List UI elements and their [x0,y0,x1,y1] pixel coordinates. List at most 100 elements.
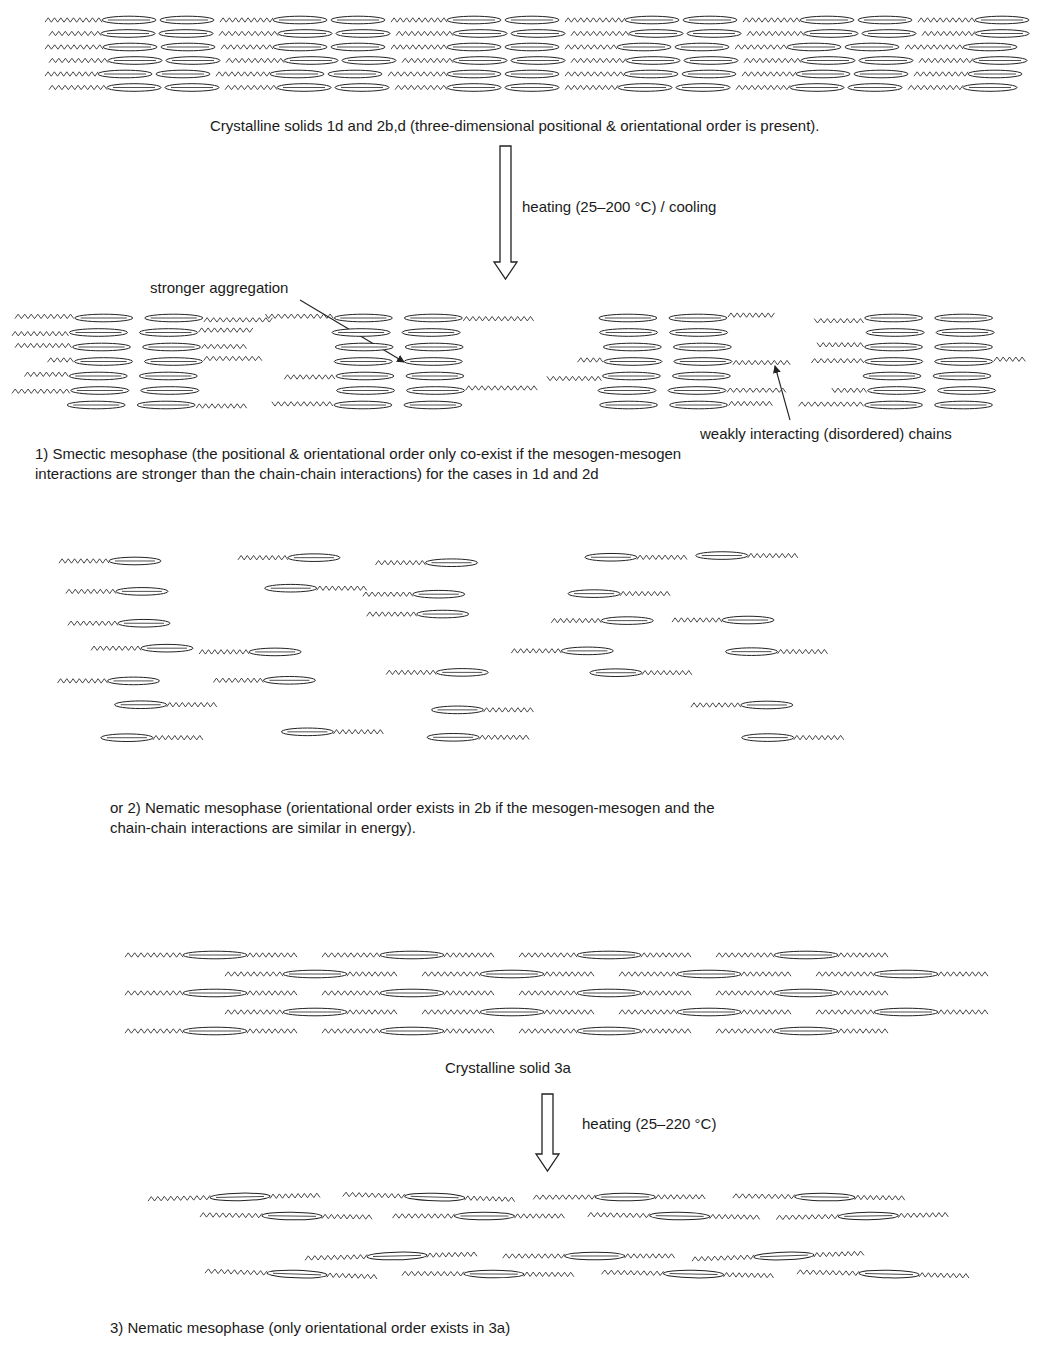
mesogen-core-line [728,620,768,621]
alkyl-chain [565,18,625,22]
mesogen-core-line [113,87,155,88]
mesogen-core [684,57,738,65]
mesogen-core [273,43,327,51]
molecule [432,706,534,714]
mesogen-core [432,706,484,714]
alkyl-chain [125,953,183,957]
mesogen-core-line [122,591,162,592]
molecule [125,1027,888,1035]
alkyl-chain [727,388,786,392]
molecule [58,677,160,685]
mesogen-core [865,314,923,322]
mesogen-core [663,1270,723,1279]
mesogen-core [600,401,658,409]
mesogen-core-line [969,47,1011,48]
mesogen-core-line [689,20,731,21]
leader-line [775,366,790,420]
mesogen-core-line [145,376,191,377]
molecule [68,619,170,627]
alkyl-chain [347,972,397,976]
alkyl-chain [741,1010,791,1014]
mesogen-core-line [874,390,920,391]
process-arrow [494,146,517,279]
molecule [199,648,301,656]
mesogen-core-line [255,651,295,652]
mesogen-core-line [732,651,772,652]
alkyl-chain [832,388,867,392]
alkyl-chain [637,555,687,559]
molecule [66,588,168,596]
alkyl-chain [68,621,118,625]
mesogen-core-line [108,20,150,21]
mesogen-core-line [171,87,213,88]
alkyl-chain [367,612,417,616]
molecule [281,728,383,736]
mesogen-core-line [607,620,647,621]
mesogen-core-line [147,648,187,649]
alkyl-chain [619,972,677,976]
mesogen-core [161,43,215,51]
alkyl-chain [641,1029,691,1033]
mesogen-core-line [796,87,838,88]
alkyl-chain [811,359,863,363]
mesogen-core-line [511,20,553,21]
mesogen-core [380,951,444,959]
mesogen-core [505,70,559,78]
alkyl-chain [514,1214,564,1218]
mesogen-core [278,30,332,38]
process-arrow [536,1094,559,1171]
molecule [599,313,775,322]
molecule [91,644,193,652]
alkyl-chain [571,31,629,35]
mesogen-core [625,16,679,24]
mesogen-core-line [682,87,724,88]
molecule [148,1191,320,1202]
alkyl-chain [59,559,109,563]
mesogen-core [71,387,129,395]
alkyl-chain [619,1010,677,1014]
alkyl-chain [735,45,787,49]
molecule [101,734,203,742]
mesogen-core [115,701,167,709]
mesogen-core [672,372,730,380]
molecule [305,1250,477,1262]
mesogen-core [108,57,162,65]
alkyl-chain [58,679,108,683]
molecule [427,734,529,742]
mesogen-core-line [453,87,495,88]
mesogen-core [604,358,662,366]
mesogen-core [335,343,393,351]
mesogen-core-line [166,20,208,21]
alkyl-chain [918,18,975,22]
caption-text: Crystalline solids 1d and 2b,d (three-di… [210,116,820,136]
mesogen-core [159,30,213,38]
mesogen-core [407,387,465,395]
mesogen-core-line [583,993,635,994]
mesogen-core [464,1270,524,1278]
mesogen-core [938,387,996,395]
mesogen-core-line [279,47,321,48]
molecule [125,951,888,959]
mesogen-core-line [571,1255,619,1256]
mesogen-core-line [693,33,735,34]
alkyl-chain [49,31,101,35]
mesogen-core [859,57,913,65]
mesogen-core [800,16,854,24]
mesogen-core-line [411,347,457,348]
mesogen-core-line [294,557,334,558]
alkyl-chain [49,58,108,62]
mesogen-core [859,1270,919,1279]
alkyl-chain [565,45,617,49]
mesogen-core-line [669,1273,717,1275]
mesogen-core [585,553,637,561]
alkyl-chain [838,953,888,957]
mesogen-core [281,728,333,736]
mesogen-core [107,677,159,685]
alkyl-chain [743,18,800,22]
mesogen-core [968,70,1022,78]
mesogen-core [118,619,170,627]
alkyl-chain [45,18,102,22]
mesogen-core [936,329,994,337]
alkyl-chain [396,31,453,35]
mesogen-core [102,16,156,24]
